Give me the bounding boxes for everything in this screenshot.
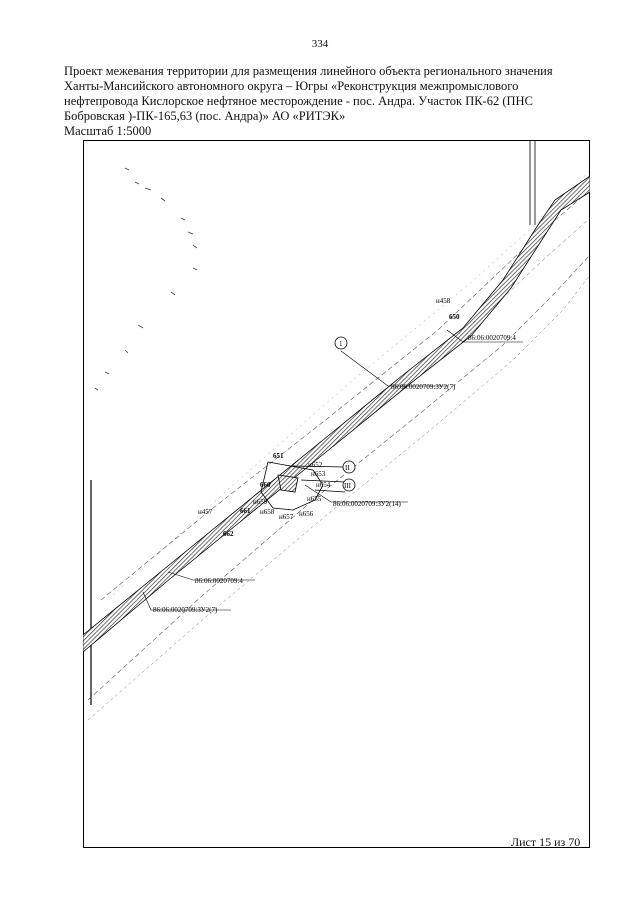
- scale-label: Масштаб 1:5000: [64, 124, 152, 138]
- point-label: 661: [240, 507, 251, 515]
- point-label: 660: [260, 481, 271, 489]
- title-line: нефтепровода Кислорское нефтяное месторо…: [64, 94, 533, 108]
- pipeline-corridor: [83, 175, 590, 653]
- zu-label: 86:06:0020709:ЗУ2(7): [153, 606, 218, 614]
- marker-label: II: [345, 464, 350, 472]
- plot-polygon: [260, 461, 346, 511]
- dashed-boundary: [100, 189, 590, 601]
- point-label: н457: [198, 508, 213, 516]
- point-label: н657: [279, 513, 294, 521]
- page-number: 334: [311, 38, 329, 50]
- point-label: н653: [311, 470, 326, 478]
- dashed-boundary: [87, 254, 590, 701]
- marker-circle: [334, 336, 348, 350]
- map-drawing: н458 650 86:06:0020709:4 1 86:06:0020709…: [83, 140, 590, 848]
- point-label: н659: [253, 498, 268, 506]
- parcel-label: 86:06:0020709:4: [195, 577, 243, 585]
- point-label: 662: [223, 530, 234, 538]
- point-label: 650: [449, 313, 460, 321]
- terrain-marks: [94, 167, 198, 391]
- sheet-number: Лист 15 из 70: [511, 835, 581, 849]
- point-label: н458: [436, 297, 451, 305]
- dashed-boundary: [87, 274, 590, 721]
- dashed-boundary: [112, 169, 590, 596]
- zu-label: 86:06:0020709:ЗУ2(14): [333, 500, 401, 508]
- document-title: Проект межевания территории для размещен…: [64, 64, 594, 139]
- zu-label: 86:06:0020709:ЗУ2(7): [391, 383, 456, 391]
- point-label: 651: [273, 452, 284, 460]
- parcel-label: 86:06:0020709:4: [468, 334, 516, 342]
- marker-label: III: [344, 482, 352, 490]
- point-label: н656: [299, 510, 314, 518]
- marker-label: 1: [339, 340, 343, 348]
- title-line: Ханты-Мансийского автономного округа – Ю…: [64, 79, 519, 93]
- point-label: н654: [316, 481, 331, 489]
- point-label: н658: [260, 508, 275, 516]
- map-frame: [83, 140, 590, 848]
- marker-circle: [342, 460, 356, 474]
- marker-circle: [342, 478, 356, 492]
- point-label: н652: [308, 461, 323, 469]
- title-line: Проект межевания территории для размещен…: [64, 64, 553, 78]
- leader-lines: [142, 329, 523, 611]
- point-label: н655: [307, 495, 322, 503]
- title-line: Бобровская )-ПК-165,63 (пос. Андра)» АО …: [64, 109, 346, 123]
